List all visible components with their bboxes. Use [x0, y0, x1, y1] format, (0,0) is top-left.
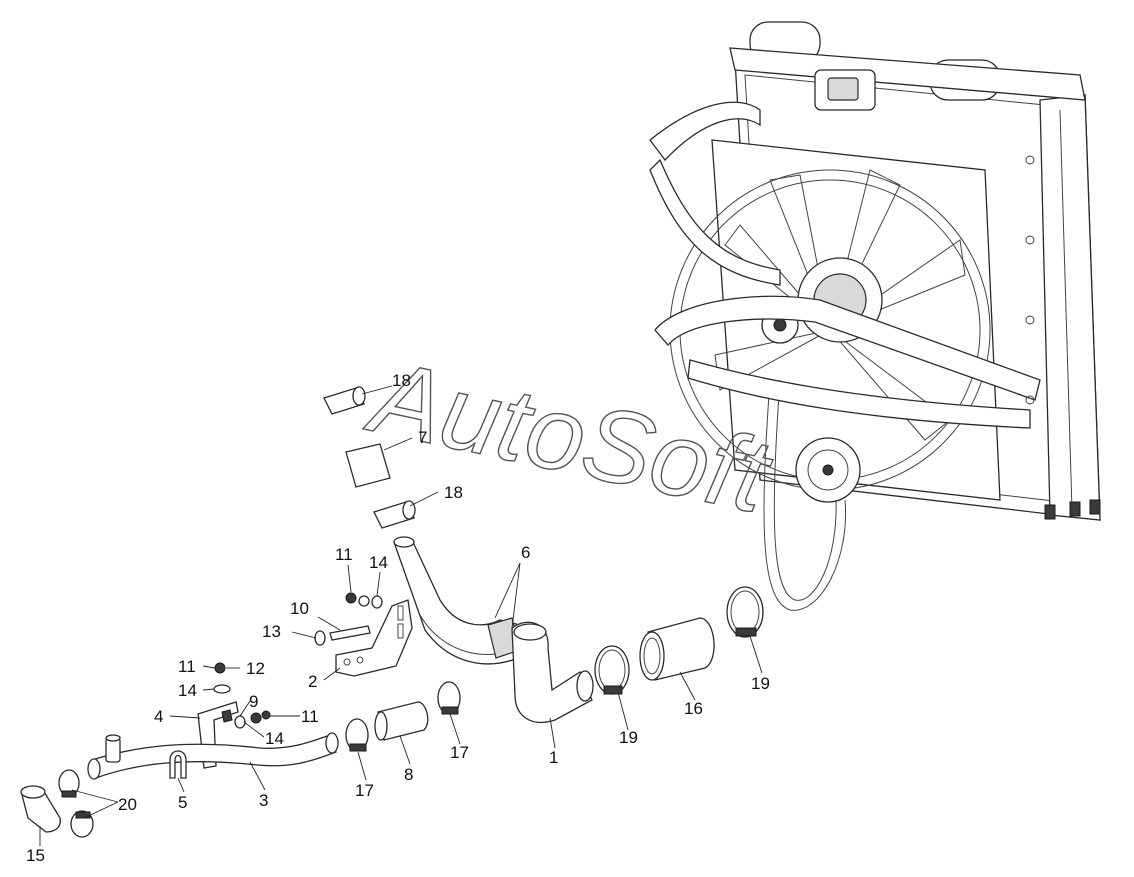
callout-19-left: 19 [619, 728, 638, 747]
clamp-17-a [345, 718, 369, 752]
callout-4: 4 [154, 707, 163, 726]
bracket-2 [335, 599, 413, 677]
clamp-19-a [594, 645, 630, 695]
callout-11-upper: 11 [335, 545, 353, 564]
callout-14-upper: 14 [369, 553, 388, 572]
hose-8 [374, 701, 429, 741]
fasteners-upper [314, 592, 383, 646]
clamp-17-b [437, 681, 461, 715]
callout-17-right: 17 [450, 743, 469, 762]
clamp-20-a [58, 769, 80, 798]
callout-16: 16 [684, 699, 703, 718]
leader-lines [39, 385, 763, 846]
callout-18-top: 18 [392, 371, 411, 390]
callout-1: 1 [549, 748, 558, 767]
pipe-1 [511, 621, 594, 724]
callout-10: 10 [290, 599, 309, 618]
radiator-assembly [649, 21, 1101, 611]
callout-11-mid: 11 [178, 657, 196, 676]
callout-7: 7 [418, 428, 427, 447]
callout-18-bottom: 18 [444, 483, 463, 502]
callout-labels: 18 7 18 6 11 14 10 13 2 11 12 14 9 4 11 … [26, 371, 770, 865]
fasteners-lower [213, 662, 271, 729]
callout-6: 6 [521, 543, 530, 562]
hose-16 [639, 617, 715, 681]
hose-15 [20, 785, 61, 833]
hose-7-stack [323, 386, 416, 529]
callout-11-lower: 11 [301, 707, 319, 726]
callout-14-lower: 14 [265, 729, 284, 748]
callout-8: 8 [404, 765, 413, 784]
callout-14-mid: 14 [178, 681, 197, 700]
callout-13: 13 [262, 622, 281, 641]
callout-15: 15 [26, 846, 45, 865]
callout-2: 2 [308, 672, 317, 691]
callout-12: 12 [246, 659, 265, 678]
callout-19-right: 19 [751, 674, 770, 693]
pipe-3 [87, 732, 339, 780]
pipe-6 [393, 536, 526, 665]
callout-3: 3 [259, 791, 268, 810]
u-bolt-5 [169, 750, 187, 779]
clamp-19-b [726, 586, 764, 638]
callout-17-left: 17 [355, 781, 374, 800]
callout-9: 9 [249, 692, 258, 711]
callout-5: 5 [178, 793, 187, 812]
callout-20: 20 [118, 795, 137, 814]
